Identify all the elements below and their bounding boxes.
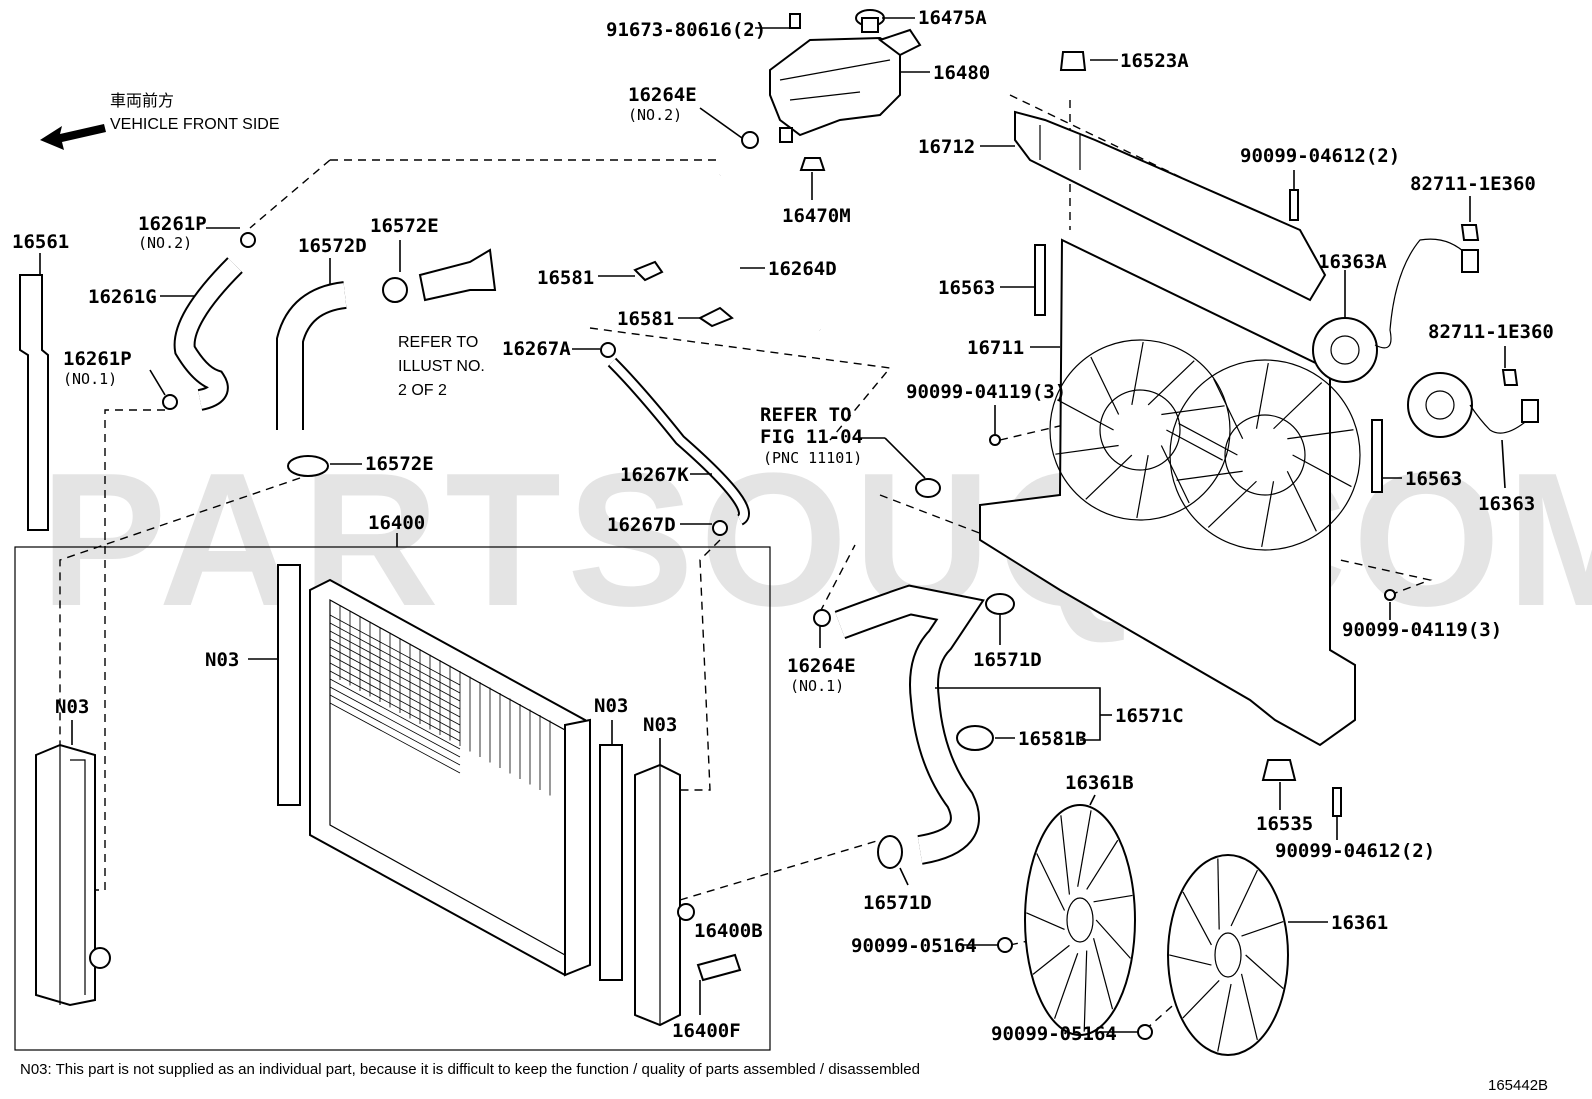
fan-motor-16363 <box>1407 372 1539 438</box>
label-16535: 16535 <box>1256 813 1313 835</box>
diagram-code: 165442B <box>1488 1077 1548 1094</box>
side-seal-16561 <box>19 274 49 531</box>
label-16267D: 16267D <box>607 514 676 536</box>
label-16400: 16400 <box>368 512 425 534</box>
refer-fig-line3: (PNC 11101) <box>763 449 862 467</box>
label-16563-a: 16563 <box>938 277 995 299</box>
fan-16361B <box>1024 804 1136 1036</box>
label-16711: 16711 <box>967 337 1024 359</box>
label-16581-b: 16581 <box>617 308 674 330</box>
label-16572E-top: 16572E <box>370 215 439 237</box>
label-16563-b: 16563 <box>1405 468 1462 490</box>
label-90099-05164-b: 90099-05164 <box>991 1023 1117 1045</box>
label-16361B: 16361B <box>1065 772 1134 794</box>
label-16581B: 16581B <box>1018 728 1087 750</box>
label-90099-04612-top: 90099-04612(2) <box>1240 145 1400 167</box>
fan-shroud <box>979 238 1361 747</box>
label-N03-c: N03 <box>55 696 89 718</box>
label-16264E-no1: 16264E <box>787 655 856 677</box>
refer-illust-line3: 2 OF 2 <box>398 382 447 399</box>
label-16261G: 16261G <box>88 286 157 308</box>
label-16523A: 16523A <box>1120 50 1189 72</box>
label-90099-05164-a: 90099-05164 <box>851 935 977 957</box>
label-16480: 16480 <box>933 62 990 84</box>
label-16267A: 16267A <box>502 338 571 360</box>
refer-fig-line1: REFER TO <box>760 404 852 426</box>
footnote: N03: This part is not supplied as an ind… <box>20 1061 920 1078</box>
vehicle-front-label: VEHICLE FRONT SIDE <box>110 116 280 133</box>
label-16361: 16361 <box>1331 912 1388 934</box>
refer-illust-line2: ILLUST NO. <box>398 358 485 375</box>
label-16571C: 16571C <box>1115 705 1184 727</box>
radiator-assembly-box <box>14 546 771 1051</box>
label-16363A: 16363A <box>1318 251 1387 273</box>
label-91673-80616: 91673-80616(2) <box>606 19 766 41</box>
label-16264E-no2: 16264E <box>628 84 697 106</box>
refer-illust-line1: REFER TO <box>398 334 478 351</box>
label-16400B: 16400B <box>694 920 763 942</box>
label-16261P-no1: 16261P <box>63 348 132 370</box>
label-16267K: 16267K <box>620 464 689 486</box>
label-16571D-b: 16571D <box>863 892 932 914</box>
label-16264D: 16264D <box>768 258 837 280</box>
label-16571D-a: 16571D <box>973 649 1042 671</box>
label-16261P-no1-sub: (NO.1) <box>63 370 117 388</box>
reservoir-tank <box>741 9 922 171</box>
refer-fig-line2: FIG 11-04 <box>760 426 863 448</box>
label-16561: 16561 <box>12 231 69 253</box>
label-16572D: 16572D <box>298 235 367 257</box>
label-16363: 16363 <box>1478 493 1535 515</box>
label-82711-a: 82711-1E360 <box>1410 173 1536 195</box>
label-16572E-bot: 16572E <box>365 453 434 475</box>
label-16712: 16712 <box>918 136 975 158</box>
label-16475A: 16475A <box>918 7 987 29</box>
label-16470M: 16470M <box>782 205 851 227</box>
label-16261P-no2-sub: (NO.2) <box>138 234 192 252</box>
label-16264E-no2-sub: (NO.2) <box>628 106 682 124</box>
fan-motor-16363A <box>1312 238 1479 383</box>
label-16261P-no2: 16261P <box>138 213 207 235</box>
label-90099-04119-b: 90099-04119(3) <box>1342 619 1502 641</box>
label-16400F: 16400F <box>672 1020 741 1042</box>
label-N03-d: N03 <box>643 714 677 736</box>
upper-support-16712 <box>1014 110 1327 302</box>
label-16264E-no1-sub: (NO.1) <box>790 677 844 695</box>
label-90099-04119-a: 90099-04119(3) <box>906 381 1066 403</box>
label-90099-04612-bot: 90099-04612(2) <box>1275 840 1435 862</box>
label-N03-a: N03 <box>205 649 239 671</box>
vehicle-front-japanese: 車両前方 <box>110 92 174 110</box>
label-N03-b: N03 <box>594 695 628 717</box>
fan-16361 <box>1167 854 1289 1056</box>
vehicle-front-arrow-icon <box>40 124 106 150</box>
label-16581-a: 16581 <box>537 267 594 289</box>
radiator-core <box>309 578 591 977</box>
label-82711-b: 82711-1E360 <box>1428 321 1554 343</box>
